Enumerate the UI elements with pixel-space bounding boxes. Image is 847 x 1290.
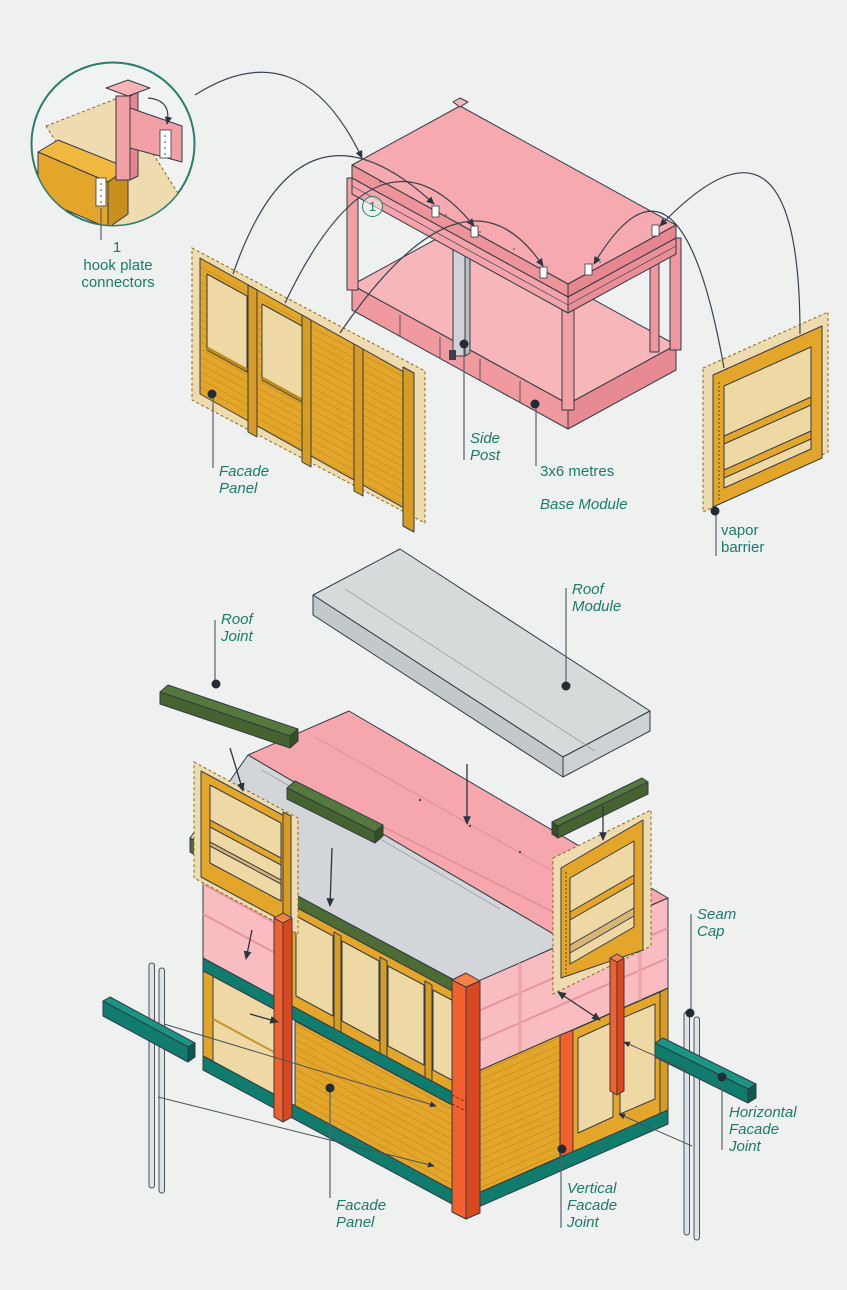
base-module xyxy=(346,97,682,430)
label-facade-panel-top: Facade Panel xyxy=(219,463,270,497)
left-wall xyxy=(202,843,468,1213)
roof-joint-beams xyxy=(159,684,649,844)
roof-module xyxy=(312,548,651,778)
upper-facade-panel-left xyxy=(193,761,299,935)
roof-joint-beam-left xyxy=(159,684,299,749)
horizontal-facade-joint-left xyxy=(102,996,196,1063)
vertical-joint-post-left xyxy=(273,912,293,1123)
facade-panel-end xyxy=(712,325,823,508)
label-roof-module: Roof Module xyxy=(572,581,622,615)
corner-post xyxy=(451,972,481,1220)
assembly-arcs xyxy=(194,71,801,369)
label-side-post: Side Post xyxy=(470,430,501,464)
module-badge: 1 xyxy=(362,196,383,217)
assembly-arrows-bottom xyxy=(157,747,693,1168)
vertical-facade-joint-strip xyxy=(559,1029,574,1158)
detail-circle xyxy=(30,61,196,240)
upper-facade-panel-right xyxy=(552,809,652,995)
label-base-module-size: 3x6 metres xyxy=(540,462,615,480)
label-horizontal-facade-joint: Horizontal Facade Joint xyxy=(729,1104,797,1155)
label-vapor-barrier: vapor barrier xyxy=(721,522,765,556)
label-roof-joint: Roof Joint xyxy=(221,611,253,645)
label-base-module-name: Base Module xyxy=(540,496,628,514)
roof-joint-beam-mid xyxy=(286,780,384,844)
label-seam-cap: Seam Cap xyxy=(697,906,737,940)
leader-lines-bottom xyxy=(211,588,727,1228)
side-post xyxy=(449,237,471,360)
facade-panel-large xyxy=(199,257,415,533)
leader-lines-top xyxy=(207,339,720,556)
vertical-joint-post-right xyxy=(609,953,625,1096)
label-vertical-facade-joint: Vertical Facade Joint xyxy=(567,1180,618,1231)
label-facade-panel-bottom: Facade Panel xyxy=(336,1197,387,1231)
seam-cap-rods-left xyxy=(148,962,165,1194)
detail-caption: hook plate connectors xyxy=(81,257,155,291)
detail-number: 1 xyxy=(112,239,122,256)
hook-plates xyxy=(431,205,660,279)
horizontal-facade-joint-right xyxy=(654,1037,757,1104)
seam-cap-rods-right xyxy=(683,1011,700,1241)
panel-window xyxy=(206,273,248,373)
label-base-module: 3x6 metres Base Module xyxy=(540,447,628,514)
